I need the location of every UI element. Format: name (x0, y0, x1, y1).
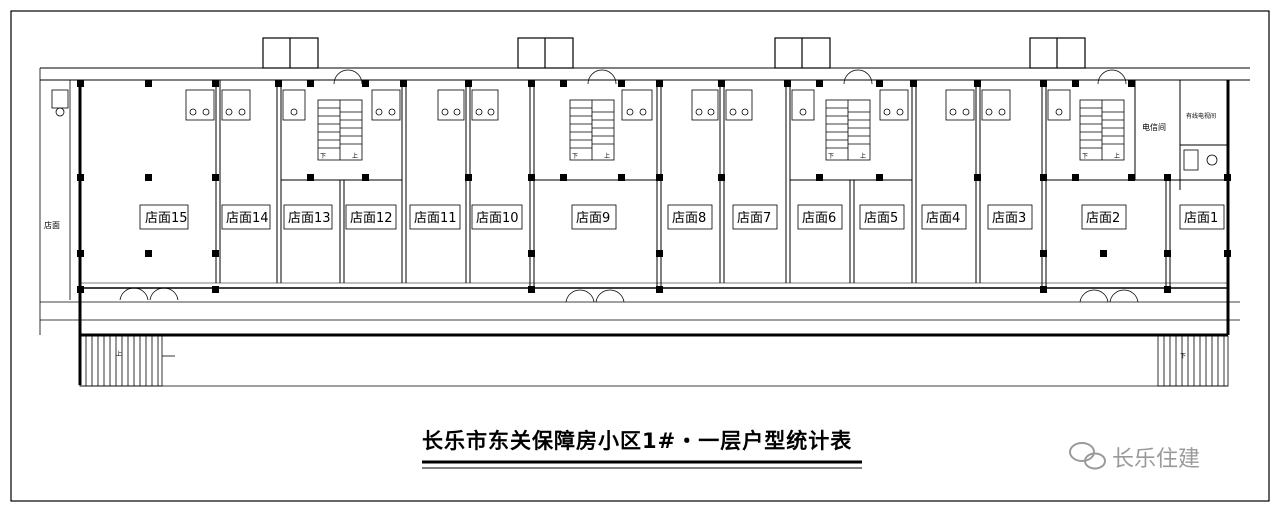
wechat-icon (1069, 442, 1106, 470)
shop-label: 店面4 (926, 211, 960, 226)
stair-down-label: 下 (320, 153, 326, 160)
shop-label: 店面1 (1184, 211, 1218, 226)
columns (77, 80, 1231, 293)
stair-up-label: 上 (1114, 152, 1120, 160)
cable-room-label: 有线电视间 (1186, 112, 1216, 120)
toilets (51, 89, 1218, 171)
shop-label: 店面9 (576, 211, 610, 226)
roof-boxes (262, 37, 1086, 69)
drawing-frame (10, 10, 1270, 502)
stair-down-label: 下 (572, 153, 578, 160)
stair-up-label: 上 (116, 350, 122, 358)
stair-down-label: 下 (828, 153, 834, 160)
partitions (215, 80, 1228, 290)
stair-up-label: 上 (352, 152, 358, 160)
shop-label: 店面10 (476, 211, 519, 226)
shop-label: 店面8 (672, 211, 706, 226)
side-shop-label: 店面 (44, 220, 60, 230)
shop-label: 店面5 (864, 211, 898, 226)
shop-label: 店面7 (737, 211, 771, 226)
shop-label: 店面3 (992, 211, 1026, 226)
stair-down-label: 下 (1180, 353, 1186, 360)
shop-labels: 店面15 店面14 店面13 店面12 店面11 店面10 店面9 店面8 店面… (139, 204, 1225, 230)
staircases (79, 99, 1229, 387)
shop-label: 店面6 (802, 211, 836, 226)
shop-label: 店面12 (350, 211, 393, 226)
stair-up-label: 上 (860, 152, 866, 160)
shop-label: 店面2 (1086, 211, 1120, 226)
shop-label: 店面14 (226, 211, 269, 226)
electric-room-label: 电信间 (1142, 122, 1166, 132)
shop-label: 店面15 (145, 211, 188, 226)
building-walls (39, 67, 1250, 387)
watermark: 长乐住建 (1069, 442, 1200, 472)
doors (119, 69, 1139, 303)
drawing-title: 长乐市东关保障房小区1#・一层户型统计表 (422, 429, 852, 453)
stair-down-label: 下 (1082, 153, 1088, 160)
shop-label: 店面11 (414, 211, 457, 226)
stair-up-label: 上 (604, 152, 610, 160)
watermark-text: 长乐住建 (1112, 447, 1200, 472)
shop-label: 店面13 (288, 211, 331, 226)
